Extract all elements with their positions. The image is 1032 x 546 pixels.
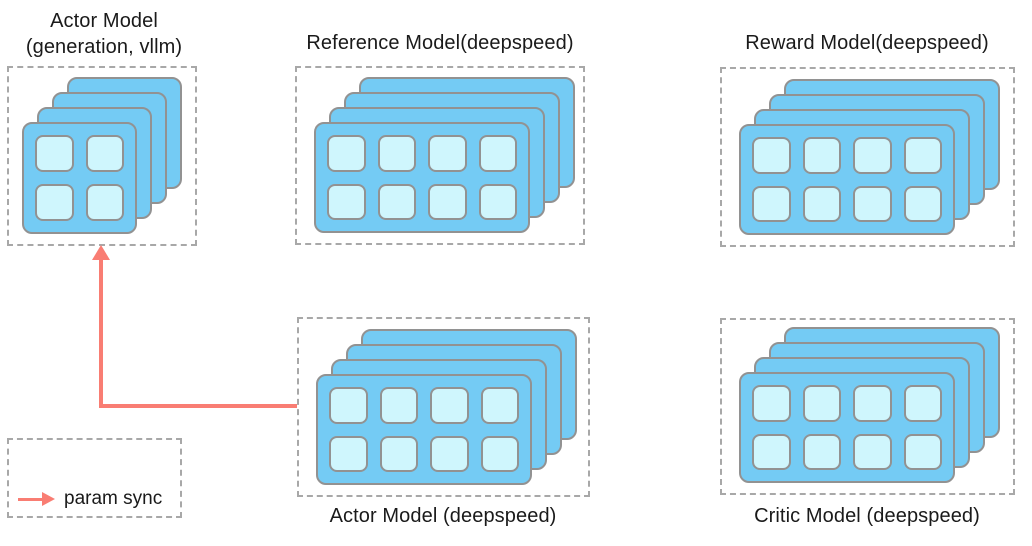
gpu-square	[752, 433, 791, 470]
gpu-square	[85, 184, 124, 221]
gpu-square	[35, 184, 74, 221]
gpu-grid	[316, 124, 528, 231]
gpu-card-front	[739, 372, 955, 483]
panel-title-reference: Reference Model(deepspeed)	[306, 32, 574, 54]
gpu-square	[329, 387, 368, 424]
gpu-square	[85, 135, 124, 172]
gpu-grid	[24, 124, 135, 232]
gpu-grid	[318, 376, 530, 483]
gpu-square	[430, 435, 469, 472]
gpu-square	[478, 183, 517, 220]
gpu-square	[752, 385, 791, 422]
panel-title-reward: Reward Model(deepspeed)	[745, 32, 989, 54]
gpu-square	[752, 185, 791, 222]
gpu-square	[327, 135, 366, 172]
gpu-square	[853, 385, 892, 422]
gpu-square	[327, 183, 366, 220]
gpu-square	[329, 435, 368, 472]
gpu-square	[853, 185, 892, 222]
gpu-square	[430, 387, 469, 424]
gpu-card-stack	[739, 327, 1000, 483]
gpu-square	[802, 433, 841, 470]
gpu-square	[903, 137, 942, 174]
gpu-grid	[741, 126, 953, 233]
param-sync-arrow-vertical	[99, 258, 103, 408]
gpu-card-stack	[739, 79, 1000, 235]
gpu-group-box-critic	[720, 318, 1015, 495]
legend-entry: param sync	[18, 485, 162, 513]
gpu-card-front	[22, 122, 137, 234]
gpu-square	[802, 385, 841, 422]
param-sync-arrow-horizontal	[99, 404, 297, 408]
gpu-square	[853, 137, 892, 174]
gpu-card-front	[316, 374, 532, 485]
gpu-group-box-reference	[295, 66, 585, 245]
param-sync-arrowhead-icon	[42, 492, 55, 506]
panel-title-actor-vllm: Actor Model (generation, vllm)	[2, 8, 206, 61]
gpu-square	[903, 433, 942, 470]
gpu-square	[903, 385, 942, 422]
gpu-grid	[741, 374, 953, 481]
gpu-square	[428, 135, 467, 172]
gpu-card-front	[739, 124, 955, 235]
gpu-square	[802, 137, 841, 174]
gpu-square	[377, 135, 416, 172]
legend-box: param sync	[7, 438, 182, 518]
gpu-square	[853, 433, 892, 470]
gpu-square	[35, 135, 74, 172]
gpu-group-box-actor-ds	[297, 317, 590, 497]
param-sync-arrow-icon	[18, 497, 42, 501]
panel-title-line: Actor Model	[50, 10, 158, 32]
gpu-square	[802, 185, 841, 222]
param-sync-arrowhead-icon	[92, 245, 110, 260]
gpu-square	[428, 183, 467, 220]
gpu-card-stack	[22, 77, 182, 234]
panel-title-critic: Critic Model (deepspeed)	[754, 505, 980, 527]
gpu-group-box-reward	[720, 67, 1015, 247]
panel-title-line: (generation, vllm)	[25, 36, 183, 59]
panel-title-actor-ds: Actor Model (deepspeed)	[329, 505, 557, 527]
gpu-square	[480, 435, 519, 472]
gpu-square	[478, 135, 517, 172]
gpu-square	[480, 387, 519, 424]
gpu-group-box-actor-vllm	[7, 66, 197, 246]
gpu-card-stack	[316, 329, 577, 485]
gpu-square	[903, 185, 942, 222]
legend-label: param sync	[64, 488, 163, 509]
gpu-card-front	[314, 122, 530, 233]
gpu-square	[752, 137, 791, 174]
gpu-square	[379, 387, 418, 424]
gpu-card-stack	[314, 77, 575, 233]
gpu-square	[379, 435, 418, 472]
gpu-square	[377, 183, 416, 220]
